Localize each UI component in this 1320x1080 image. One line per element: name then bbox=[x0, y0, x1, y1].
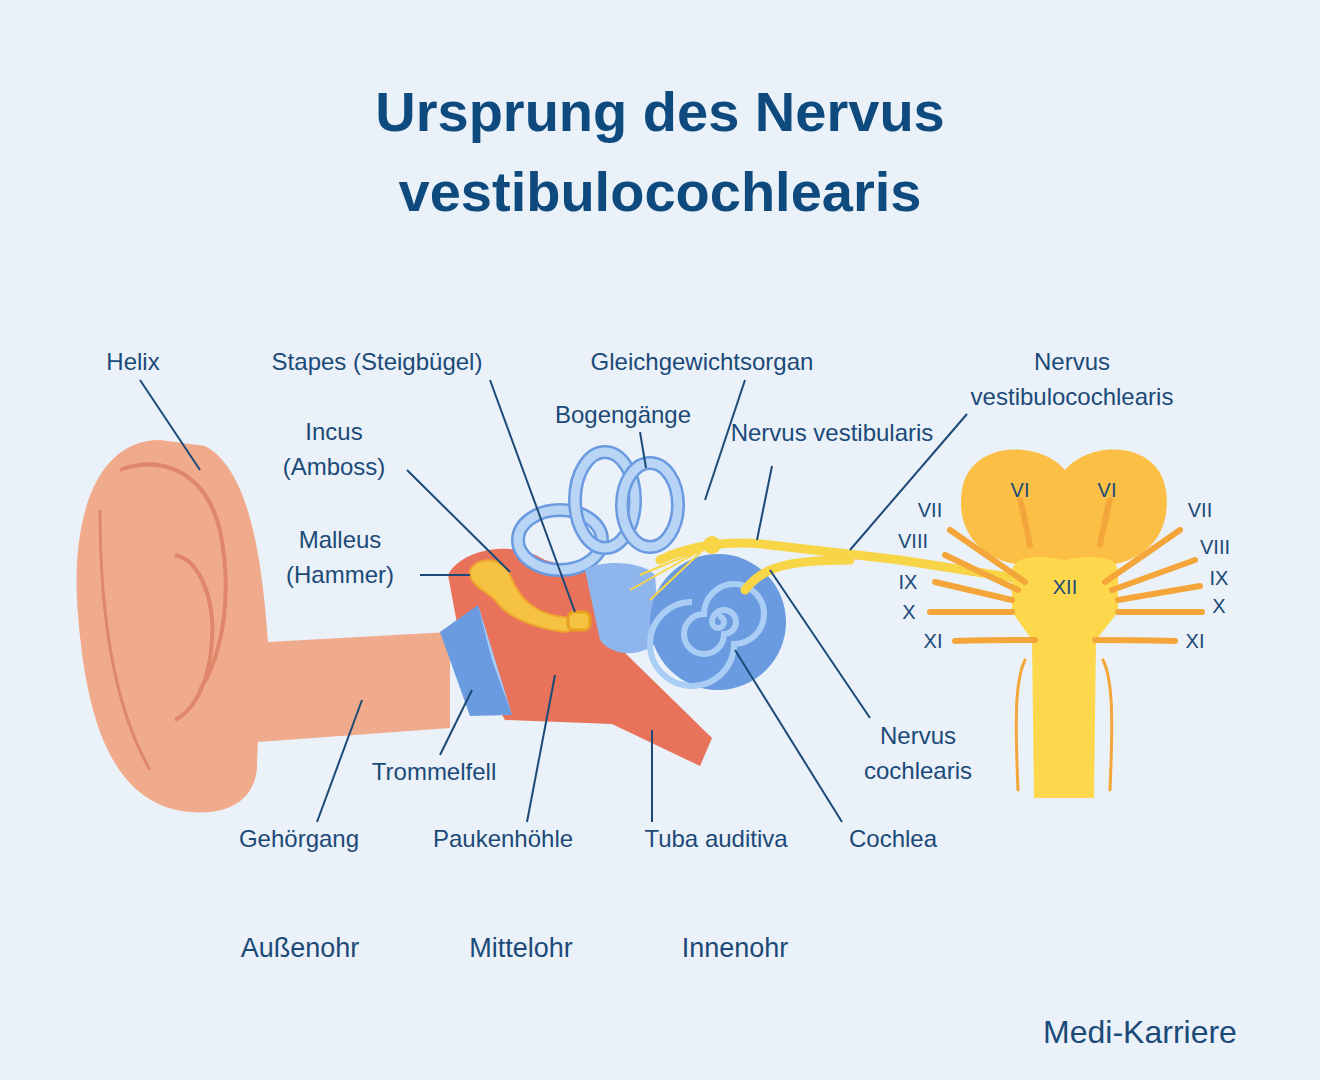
part-label: Außenohr bbox=[241, 931, 360, 966]
part-label: Bogengänge bbox=[555, 397, 691, 432]
part-label: Helix bbox=[106, 344, 159, 379]
part-label: Malleus (Hammer) bbox=[260, 522, 420, 592]
nerve-number: VI bbox=[1098, 478, 1117, 502]
nerve-number: VI bbox=[1011, 478, 1030, 502]
part-label: Incus (Amboss) bbox=[259, 414, 409, 484]
part-label: Nervus vestibulocochlearis bbox=[942, 344, 1202, 414]
leader-lines bbox=[140, 380, 967, 822]
cranial-nerves bbox=[930, 500, 1202, 790]
ganglion bbox=[703, 536, 721, 554]
part-label: Innenohr bbox=[682, 931, 789, 966]
eardrum bbox=[440, 605, 512, 716]
semicircular-canals bbox=[518, 452, 678, 570]
nerve-number: X bbox=[1212, 594, 1225, 618]
nerve-number: IX bbox=[899, 570, 918, 594]
pons bbox=[961, 450, 1167, 565]
part-label: Stapes (Steigbügel) bbox=[272, 344, 483, 379]
part-label: Gleichgewichtsorgan bbox=[591, 344, 814, 379]
part-label: Nervus cochlearis bbox=[843, 718, 993, 788]
auricle bbox=[77, 440, 450, 812]
nerve-number: XI bbox=[1186, 629, 1205, 653]
nerve-number: XI bbox=[924, 629, 943, 653]
part-label: Mittelohr bbox=[469, 931, 573, 966]
part-label: Nervus vestibularis bbox=[727, 415, 937, 450]
medulla bbox=[1012, 557, 1118, 798]
auricle-fold bbox=[100, 510, 150, 770]
nerve-number: XII bbox=[1053, 575, 1077, 599]
eardrum bbox=[478, 605, 512, 715]
auricle-fold bbox=[175, 555, 212, 720]
nerve-number: VII bbox=[918, 498, 942, 522]
part-label: Trommelfell bbox=[372, 754, 496, 789]
nerve-number: VII bbox=[1188, 498, 1212, 522]
nerve-number: IX bbox=[1210, 566, 1229, 590]
logo: Medi-Karriere bbox=[1043, 1015, 1237, 1050]
nerve-number: VIII bbox=[1200, 535, 1230, 559]
stapes bbox=[568, 612, 590, 630]
nerve-number: VIII bbox=[898, 529, 928, 553]
nerve bbox=[745, 560, 850, 590]
nerve-number: X bbox=[902, 600, 915, 624]
part-label: Gehörgang bbox=[239, 821, 359, 856]
title: Ursprung des Nervus vestibulocochlearis bbox=[300, 72, 1020, 232]
part-label: Paukenhöhle bbox=[433, 821, 573, 856]
part-label: Cochlea bbox=[849, 821, 937, 856]
part-label: Tuba auditiva bbox=[644, 821, 787, 856]
nerve-fibres bbox=[630, 548, 705, 600]
